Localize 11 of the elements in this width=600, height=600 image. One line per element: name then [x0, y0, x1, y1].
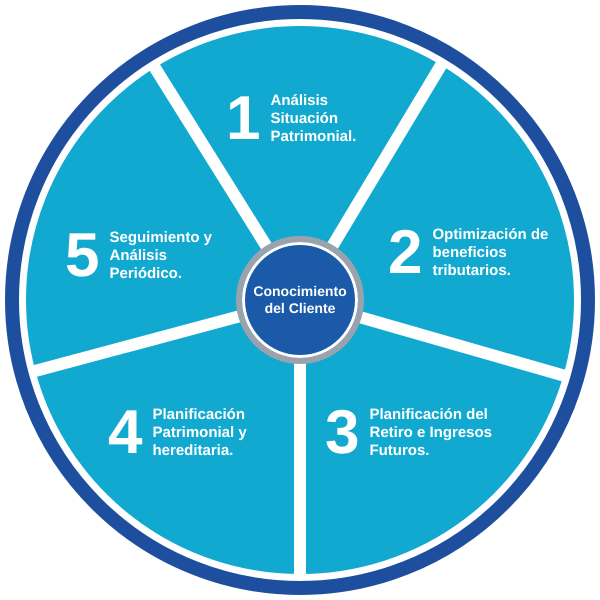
- step-number: 2: [388, 222, 422, 284]
- step-number: 3: [325, 402, 360, 464]
- step-number: 5: [65, 225, 100, 287]
- center-label: Conocimiento del Cliente: [252, 283, 348, 317]
- step-label: Planificación Patrimonial y hereditaria.: [152, 406, 248, 460]
- step-number: 4: [108, 402, 142, 464]
- step-label: Optimización de beneficios tributarios.: [432, 226, 550, 280]
- step-label: Análisis Situación Patrimonial.: [270, 92, 358, 146]
- step-label: Seguimiento y Análisis Periódico.: [109, 229, 214, 283]
- step-number: 1: [226, 88, 260, 150]
- step-label: Planificación del Retiro e Ingresos Futuros.: [369, 406, 494, 460]
